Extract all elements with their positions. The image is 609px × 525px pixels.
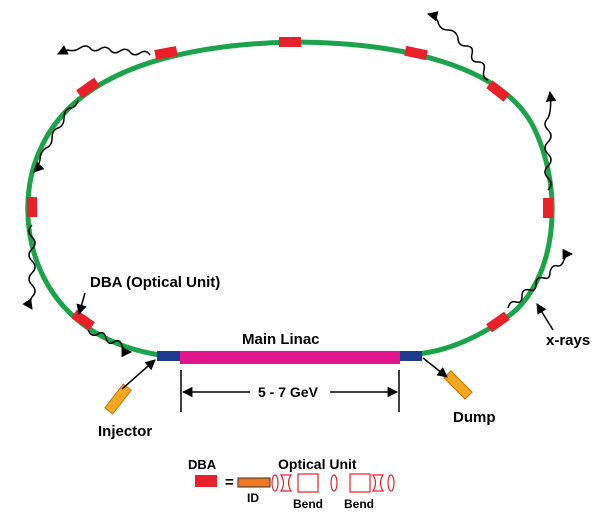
dba-magnet [76,77,100,99]
dump-connector [400,351,422,361]
bend-magnet-icon [349,473,371,493]
legend-equals: = [225,474,234,491]
defocusing-quad-icon [371,474,385,492]
focusing-quad-icon [271,474,279,492]
xray-wave [57,45,151,56]
legend-bend-label-1: Bend [293,497,323,511]
injector-connector [157,351,180,361]
focusing-quad-icon [330,474,338,492]
injector [104,383,132,415]
dba-magnets [27,37,553,333]
main-linac [180,351,400,364]
legend-id-label: ID [247,491,259,505]
main-linac-label: Main Linac [242,331,320,348]
xray-wave [87,329,133,358]
dba-magnet [486,80,510,102]
energy-span [180,370,400,412]
xray-emissions [22,11,574,358]
xray-wave [33,99,79,173]
dba-magnet [279,37,301,47]
xray-wave [22,224,36,310]
injector-arrow [121,359,156,390]
dump [443,370,473,400]
focusing-quad-icon [387,474,395,492]
xray-wave [544,90,557,191]
dba-optical-unit-label: DBA (Optical Unit) [90,274,220,291]
dba-magnet [404,45,428,61]
legend-id-undulator [237,477,271,488]
optical-unit-legend: DBA = Optical Unit ID Bend Bend [188,456,395,511]
legend-title: Optical Unit [278,456,357,472]
bend-magnet-icon [297,473,319,493]
dump-arrow [422,357,448,378]
dba-label-arrow [76,292,87,316]
dba-magnet [486,311,510,333]
dba-magnet [543,198,553,218]
dba-magnet [27,197,37,217]
dba-magnet [154,46,178,60]
defocusing-quad-icon [279,474,293,492]
legend-dba-magnet [195,475,217,487]
xray-wave [507,248,574,309]
ring-path [25,39,555,358]
xrays-label-arrow [536,303,554,331]
legend-bend-label-2: Bend [344,497,374,511]
legend-optics [271,473,395,493]
dump-label: Dump [453,409,496,426]
legend-dba-label: DBA [188,457,217,472]
xray-wave [426,11,489,81]
energy-label: 5 - 7 GeV [258,384,319,400]
xrays-label: x-rays [546,332,590,349]
injector-label: Injector [98,423,152,440]
